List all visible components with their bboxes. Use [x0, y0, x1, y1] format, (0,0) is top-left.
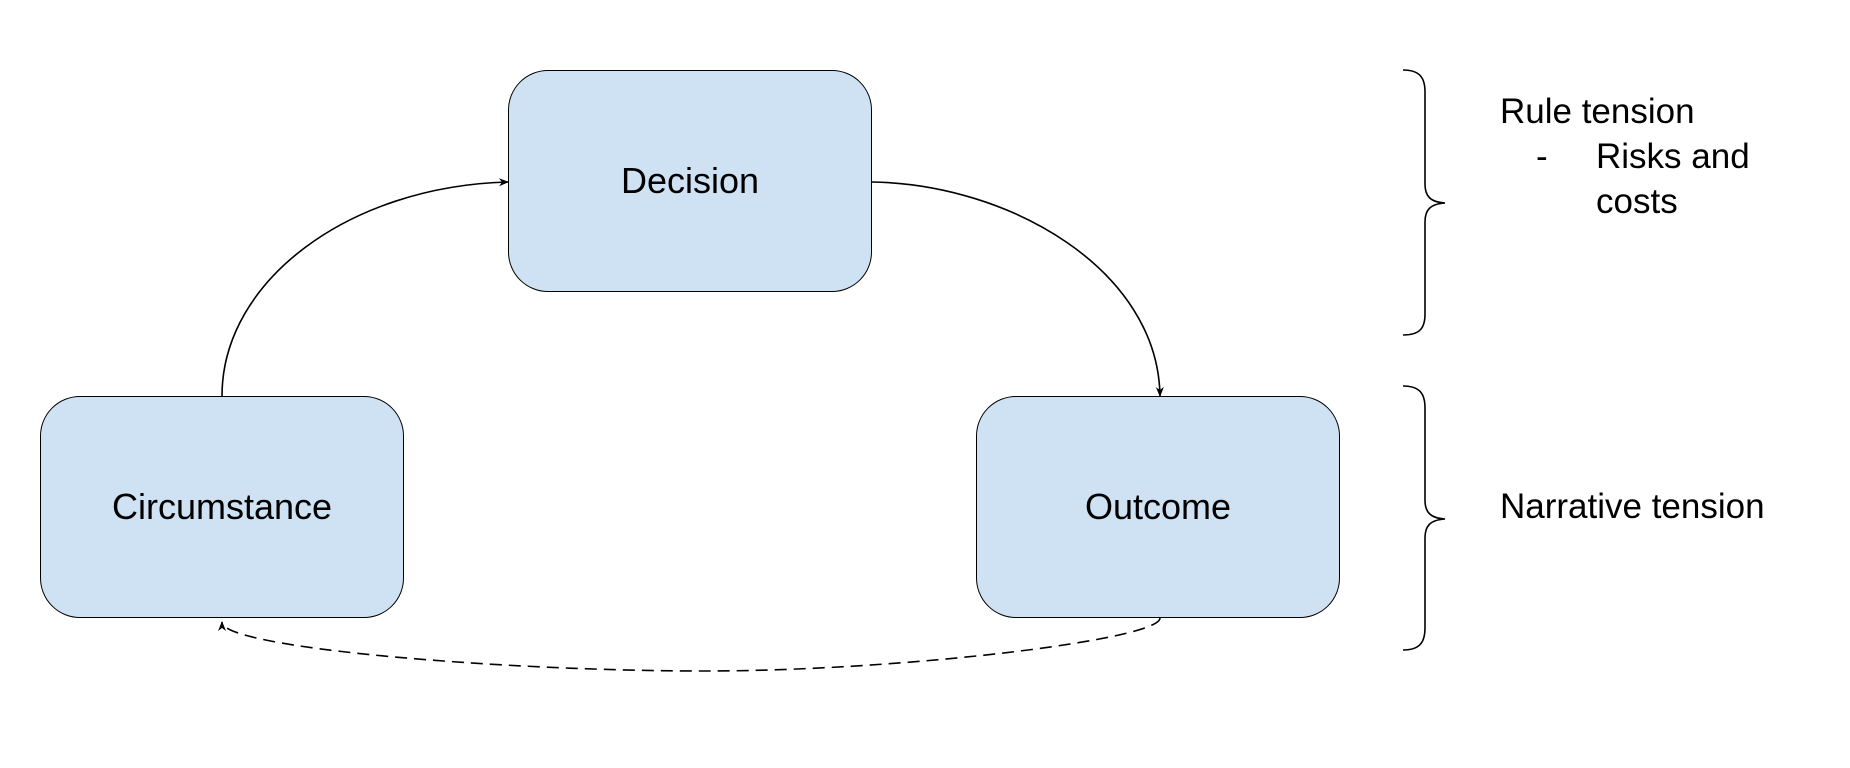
narrative-tension-annotation: Narrative tension — [1500, 484, 1765, 529]
decision-label: Decision — [620, 160, 760, 201]
rule-tension-bullet: - Risks and costs — [1500, 134, 1796, 224]
circumstance-label: Circumstance — [111, 486, 333, 527]
outcome-label: Outcome — [1084, 486, 1232, 527]
narrative-tension-title: Narrative tension — [1500, 487, 1765, 526]
decision-node: Decision — [508, 70, 872, 292]
bullet-text: Risks and costs — [1596, 137, 1750, 221]
rule-tension-title: Rule tension — [1500, 92, 1695, 131]
brace-rule-tension — [1402, 69, 1446, 336]
circumstance-node: Circumstance — [40, 396, 404, 618]
arrow-decision-to-outcome — [871, 181, 1164, 397]
outcome-node: Outcome — [976, 396, 1340, 618]
brace-narrative-tension — [1402, 385, 1446, 651]
bullet-marker: - — [1536, 137, 1548, 176]
arrow-outcome-to-circumstance-dashed — [218, 617, 1161, 672]
rule-tension-annotation: Rule tension - Risks and costs — [1500, 89, 1796, 224]
arrow-circumstance-to-decision — [221, 178, 509, 397]
